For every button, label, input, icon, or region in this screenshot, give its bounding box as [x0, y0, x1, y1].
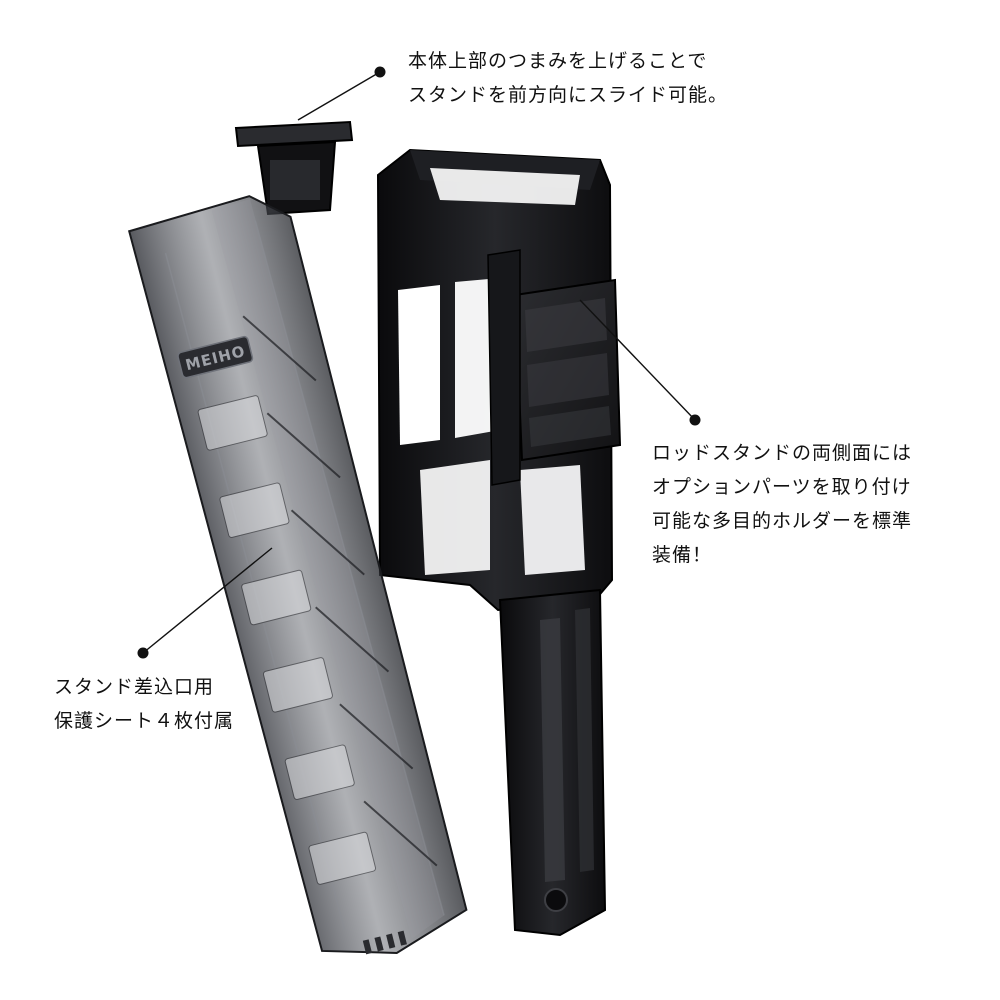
- callout-line: 可能な多目的ホルダーを標準: [652, 510, 913, 532]
- callout-line: 装備！: [652, 544, 713, 566]
- callout-line: スタンドを前方向にスライド可能。: [408, 84, 729, 106]
- lower-shaft: [498, 588, 607, 937]
- leader-lines: [137, 66, 701, 659]
- side-holder-plate: [487, 249, 622, 486]
- callout-top-knob: 本体上部のつまみを上げることで スタンドを前方向にスライド可能。: [408, 44, 728, 112]
- callout-line: ロッドスタンドの両側面には: [652, 442, 913, 464]
- callout-protective-sheet: スタンド差込口用 保護シート４枚付属: [54, 670, 234, 738]
- leader-dot-right: [689, 414, 701, 426]
- callout-side-holder: ロッドスタンドの両側面には オプションパーツを取り付け 可能な多目的ホルダーを標…: [652, 436, 912, 572]
- callout-line: 本体上部のつまみを上げることで: [408, 50, 708, 72]
- callout-line: 保護シート４枚付属: [54, 710, 235, 732]
- callout-line: スタンド差込口用: [54, 676, 215, 698]
- leader-line-top: [297, 71, 381, 121]
- top-knob: [234, 120, 354, 216]
- callout-line: オプションパーツを取り付け: [652, 476, 912, 498]
- clear-stand-tube: MEIHO: [127, 195, 468, 955]
- leader-dot-left: [137, 647, 149, 659]
- leader-line-left: [142, 547, 273, 654]
- leader-line-right: [579, 299, 696, 421]
- leader-dot-top: [374, 66, 386, 78]
